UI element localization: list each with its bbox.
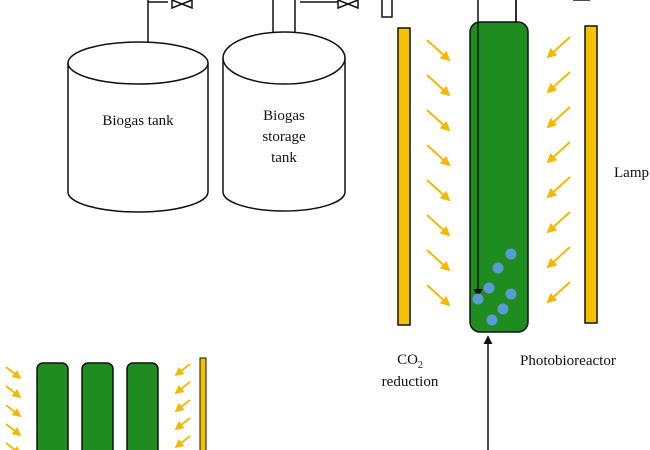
lamp-small [199, 357, 207, 450]
lamp-label: Lamp [614, 165, 649, 181]
storage-tank-label-line1: Biogas [263, 108, 305, 124]
reactor-column[interactable] [81, 362, 114, 450]
valve-icon[interactable] [171, 0, 193, 10]
photobioreactor-label: Photobioreactor [520, 353, 616, 369]
reactor-column[interactable] [126, 362, 159, 450]
light-arrows-left [426, 39, 451, 307]
light-arrows-right [546, 36, 571, 304]
light-arrows-small-right [174, 363, 191, 449]
lamp-left [397, 27, 411, 326]
valve-icon[interactable] [337, 0, 359, 10]
co2-reduction-label: reduction [382, 374, 439, 390]
co2-label: CO2 [397, 352, 423, 371]
co2-subscript: 2 [418, 360, 423, 371]
storage-tank-label-line3: tank [271, 150, 297, 166]
storage-tank-label-line2: storage [262, 129, 306, 145]
pipe-fitting [381, 0, 393, 18]
biogas-tank[interactable] [67, 41, 209, 213]
light-arrows-small-left [5, 366, 22, 450]
gas-bubbles [472, 248, 517, 326]
biogas-tank-label: Biogas tank [102, 113, 174, 129]
biogas-storage-tank[interactable] [222, 31, 346, 212]
lamp-right [584, 25, 598, 324]
reactor-column[interactable] [36, 362, 69, 450]
co2-main: CO [397, 352, 418, 368]
